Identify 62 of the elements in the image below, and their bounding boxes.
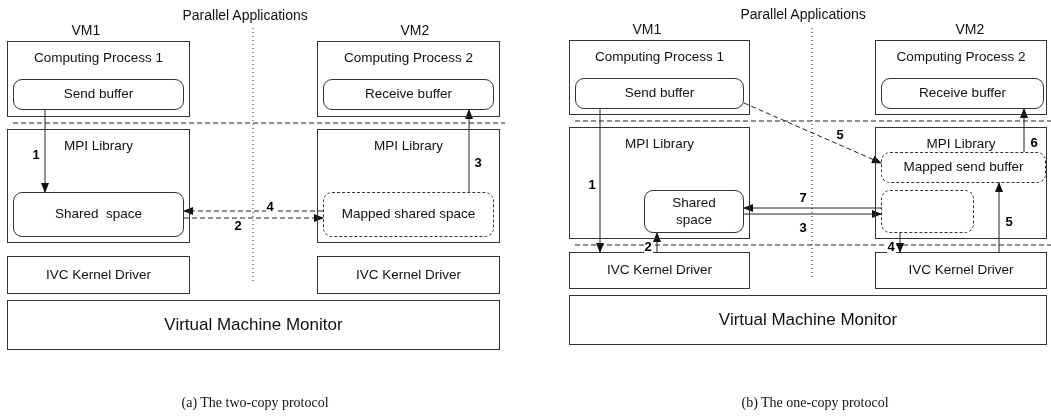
arrow bbox=[743, 102, 882, 164]
arrow bbox=[743, 204, 882, 212]
arrow bbox=[183, 214, 324, 222]
arrow bbox=[653, 232, 661, 253]
box-title: MPI Library bbox=[374, 138, 443, 153]
layer-box: Virtual Machine Monitor bbox=[569, 295, 1047, 345]
buffer-box: Shared space bbox=[644, 190, 744, 233]
box-title: Computing Process 1 bbox=[33, 50, 164, 65]
edge-label: 6 bbox=[1029, 136, 1039, 150]
edge-label: 1 bbox=[31, 148, 41, 162]
box-title: Computing Process 2 bbox=[343, 50, 474, 65]
edge-label: 4 bbox=[265, 200, 275, 214]
buffer-box: Shared space bbox=[13, 192, 184, 237]
edge-label: 1 bbox=[587, 178, 597, 192]
box-title: Computing Process 1 bbox=[594, 49, 725, 64]
layer-box: IVC Kernel Driver bbox=[875, 252, 1047, 289]
box-title: MPI Library bbox=[64, 138, 133, 153]
layer-box: IVC Kernel Driver bbox=[569, 252, 750, 289]
process-box bbox=[317, 41, 500, 117]
vm-label: VM1 bbox=[71, 22, 101, 38]
heading: Parallel Applications bbox=[182, 7, 308, 23]
edge-label: 7 bbox=[798, 191, 808, 205]
box-title: Computing Process 2 bbox=[896, 49, 1026, 64]
edge-label: 3 bbox=[473, 156, 483, 170]
layer-box: IVC Kernel Driver bbox=[7, 256, 190, 294]
vm-label: VM1 bbox=[632, 21, 662, 37]
buffer-box: Send buffer bbox=[575, 78, 744, 109]
buffer-box: Send buffer bbox=[13, 79, 184, 110]
heading: Parallel Applications bbox=[740, 6, 866, 22]
box-title: MPI Library bbox=[926, 136, 996, 151]
arrow bbox=[995, 182, 1003, 253]
process-box bbox=[569, 40, 750, 115]
mapped-buffer-box: Mapped send buffer bbox=[881, 152, 1046, 183]
library-box bbox=[317, 129, 500, 243]
process-box bbox=[7, 41, 190, 117]
layer-box: IVC Kernel Driver bbox=[317, 256, 500, 294]
arrow bbox=[465, 109, 473, 193]
buffer-box: Receive buffer bbox=[881, 78, 1044, 109]
box-title: MPI Library bbox=[625, 136, 694, 151]
figure-caption: (b) The one-copy protocol bbox=[741, 395, 889, 411]
arrow bbox=[896, 232, 904, 253]
edge-label: 5 bbox=[1004, 215, 1014, 229]
mapped-buffer-box: Mapped shared space bbox=[323, 192, 494, 237]
edge-label: 3 bbox=[798, 221, 808, 235]
vm-label: VM2 bbox=[955, 21, 985, 37]
dashed-rounded-box bbox=[881, 190, 974, 233]
arrow bbox=[183, 207, 324, 215]
process-box bbox=[875, 40, 1047, 115]
library-box bbox=[569, 127, 750, 239]
edge-label: 4 bbox=[886, 240, 896, 254]
vm-label: VM2 bbox=[400, 22, 430, 38]
arrow bbox=[1020, 108, 1028, 153]
library-box bbox=[7, 129, 190, 243]
buffer-box: Receive buffer bbox=[323, 79, 494, 110]
edge-label: 2 bbox=[643, 240, 653, 254]
edge-label: 5 bbox=[835, 128, 845, 142]
arrow bbox=[743, 210, 882, 218]
layer-box: Virtual Machine Monitor bbox=[7, 300, 500, 350]
figure-caption: (a) The two-copy protocol bbox=[181, 395, 329, 411]
arrow bbox=[41, 109, 49, 193]
edge-label: 2 bbox=[233, 219, 243, 233]
arrow bbox=[596, 108, 604, 253]
